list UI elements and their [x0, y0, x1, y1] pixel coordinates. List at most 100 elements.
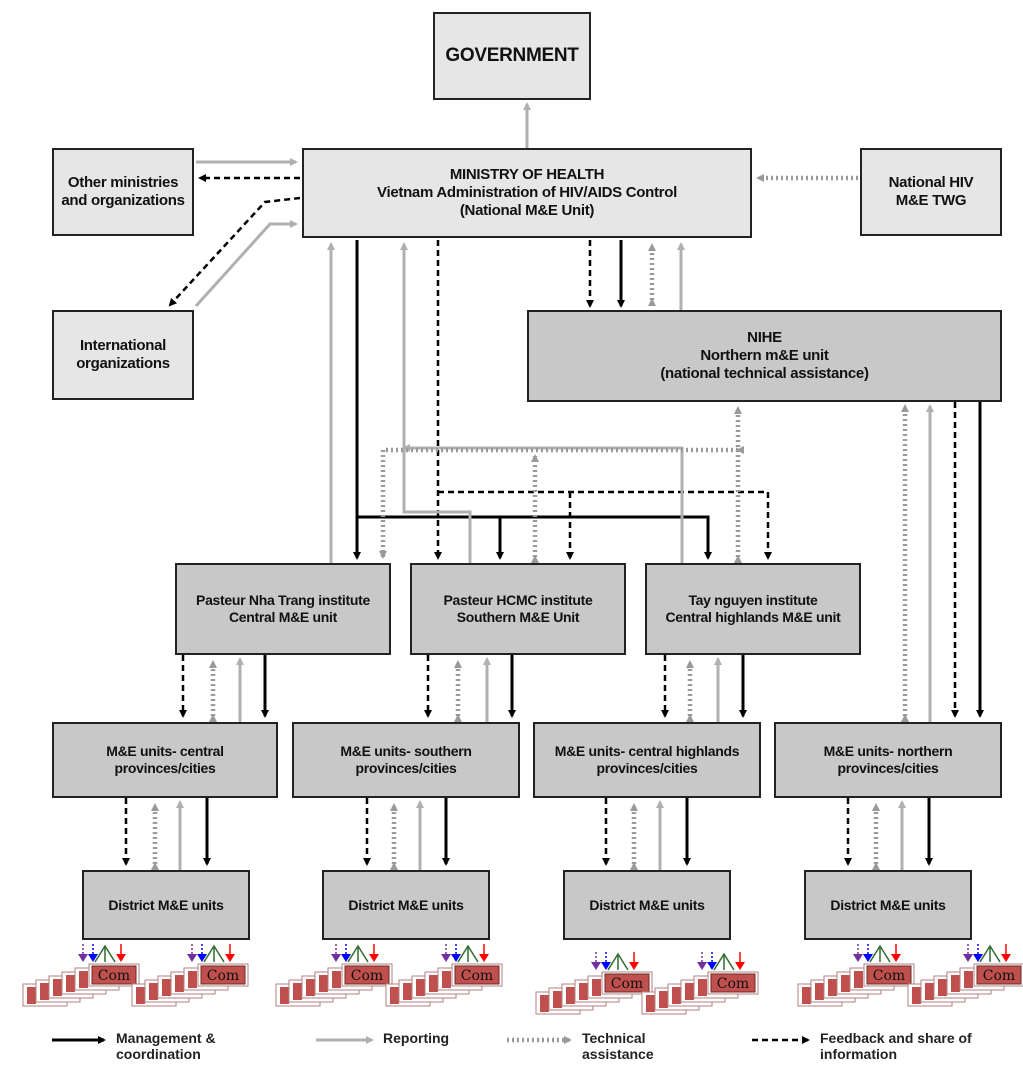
- government-box: GOVERNMENT: [433, 12, 591, 100]
- commune-card-icon: [579, 983, 588, 1000]
- commune-label: Com: [983, 968, 1015, 984]
- commune-card-icon: [672, 987, 681, 1004]
- commune-card-icon: [390, 987, 399, 1004]
- commune-card-icon: [53, 979, 62, 996]
- commune-card-icon: [319, 975, 328, 992]
- commune-arrow-head: [853, 954, 863, 962]
- commune-label: Com: [873, 968, 905, 984]
- commune-card-icon: [964, 971, 973, 988]
- nha-trang-line2: Central M&E unit: [229, 609, 337, 625]
- nihe-box: NIHE Northern m&E unit (national technic…: [527, 310, 1002, 402]
- government-label: GOVERNMENT: [445, 44, 579, 66]
- commune-card-icon: [429, 975, 438, 992]
- management-connector-12: [357, 515, 712, 560]
- commune-label: Com: [98, 968, 130, 984]
- national-twg-box: National HIV M&E TWG: [860, 148, 1002, 236]
- commune-arrow-head: [1001, 954, 1011, 962]
- commune-label: Com: [611, 976, 643, 992]
- commune-label: Com: [207, 968, 239, 984]
- me-northern-provinces-box: M&E units- northern provinces/cities: [774, 722, 1002, 798]
- commune-arrow-head: [451, 954, 461, 962]
- international-line2: organizations: [76, 355, 170, 372]
- commune-card-icon: [685, 983, 694, 1000]
- legend-feedback-line1: Feedback and share of: [820, 1030, 972, 1046]
- commune-card-icon: [646, 995, 655, 1012]
- hcmc-institute-box: Pasteur HCMC institute Southern M&E Unit: [410, 563, 626, 655]
- commune-arrow-head: [891, 954, 901, 962]
- me-central-line1: M&E units- central: [106, 743, 224, 760]
- commune-card-icon: [566, 987, 575, 1004]
- other-ministries-box: Other ministries and organizations: [52, 148, 194, 236]
- commune-arrow-head: [707, 962, 717, 970]
- district-units-box-1: District M&E units: [82, 870, 250, 940]
- tay-nguyen-line1: Tay nguyen institute: [688, 592, 818, 609]
- legend-management: Management & coordination: [116, 1030, 216, 1062]
- connector-layer: [52, 102, 984, 1044]
- twg-line1: National HIV: [888, 174, 974, 191]
- commune-card-icon: [293, 983, 302, 1000]
- commune-arrow-head: [601, 962, 611, 970]
- commune-arrow-head: [441, 954, 451, 962]
- commune-arrow-head: [973, 954, 983, 962]
- legend-management-line2: coordination: [116, 1046, 201, 1063]
- commune-card-icon: [40, 983, 49, 1000]
- me-southern-line2: provinces/cities: [355, 760, 457, 776]
- commune-card-icon: [306, 979, 315, 996]
- commune-card-icon: [403, 983, 412, 1000]
- commune-card-icon: [841, 975, 850, 992]
- commune-arrow-head: [78, 954, 88, 962]
- commune-card-icon: [592, 979, 601, 996]
- legend-technical-line1: Technical: [582, 1030, 646, 1046]
- district-units-box-2: District M&E units: [322, 870, 490, 940]
- commune-card-icon: [136, 987, 145, 1004]
- commune-arrow-head: [187, 954, 197, 962]
- commune-card-icon: [802, 987, 811, 1004]
- international-line1: International: [79, 337, 167, 354]
- commune-card-icon: [815, 983, 824, 1000]
- commune-card-fill: [710, 973, 756, 993]
- commune-card-icon: [416, 979, 425, 996]
- commune-card-icon: [27, 987, 36, 1004]
- commune-card-icon: [540, 995, 549, 1012]
- commune-card-icon: [66, 975, 75, 992]
- me-southern-provinces-box: M&E units- southern provinces/cities: [292, 722, 520, 798]
- commune-card-icon: [332, 971, 341, 988]
- commune-label: Com: [461, 968, 493, 984]
- district-label-1: District M&E units: [108, 896, 224, 913]
- moh-title: MINISTRY OF HEALTH: [449, 166, 605, 183]
- commune-card-fill: [866, 965, 912, 985]
- nha-trang-institute-box: Pasteur Nha Trang institute Central M&E …: [175, 563, 391, 655]
- commune-card-fill: [344, 965, 390, 985]
- commune-card-icon: [553, 991, 562, 1008]
- me-central-line2: provinces/cities: [114, 760, 216, 776]
- district-label-3: District M&E units: [589, 896, 705, 913]
- legend-feedback: Feedback and share of information: [820, 1030, 972, 1062]
- commune-cluster-3: Com: [275, 944, 393, 1007]
- legend-technical: Technical assistance: [582, 1030, 654, 1062]
- moh-subtitle: Vietnam Administration of HIV/AIDS Contr…: [377, 184, 677, 201]
- technical-connector-21: [379, 446, 744, 559]
- commune-arrow-head: [629, 962, 639, 970]
- twg-line2: M&E TWG: [895, 192, 967, 209]
- commune-card-icon: [442, 971, 451, 988]
- nihe-role: (national technical assistance): [660, 365, 869, 382]
- commune-card-icon: [938, 979, 947, 996]
- commune-card-icon: [79, 971, 88, 988]
- commune-card-icon: [659, 991, 668, 1008]
- commune-cluster-1: Com: [22, 944, 140, 1007]
- commune-cluster-5: Com: [535, 952, 653, 1015]
- commune-arrow-head: [697, 962, 707, 970]
- legend-reporting-label: Reporting: [383, 1030, 450, 1046]
- nha-trang-line1: Pasteur Nha Trang institute: [196, 592, 370, 609]
- commune-arrow-head: [341, 954, 351, 962]
- district-label-4: District M&E units: [830, 896, 946, 913]
- commune-arrow-head: [225, 954, 235, 962]
- commune-card-icon: [280, 987, 289, 1004]
- commune-card-icon: [175, 975, 184, 992]
- commune-label: Com: [717, 976, 749, 992]
- commune-cluster-8: Com: [907, 944, 1023, 1007]
- legend-feedback-line2: information: [820, 1046, 897, 1063]
- commune-card-icon: [149, 983, 158, 1000]
- commune-label: Com: [351, 968, 383, 984]
